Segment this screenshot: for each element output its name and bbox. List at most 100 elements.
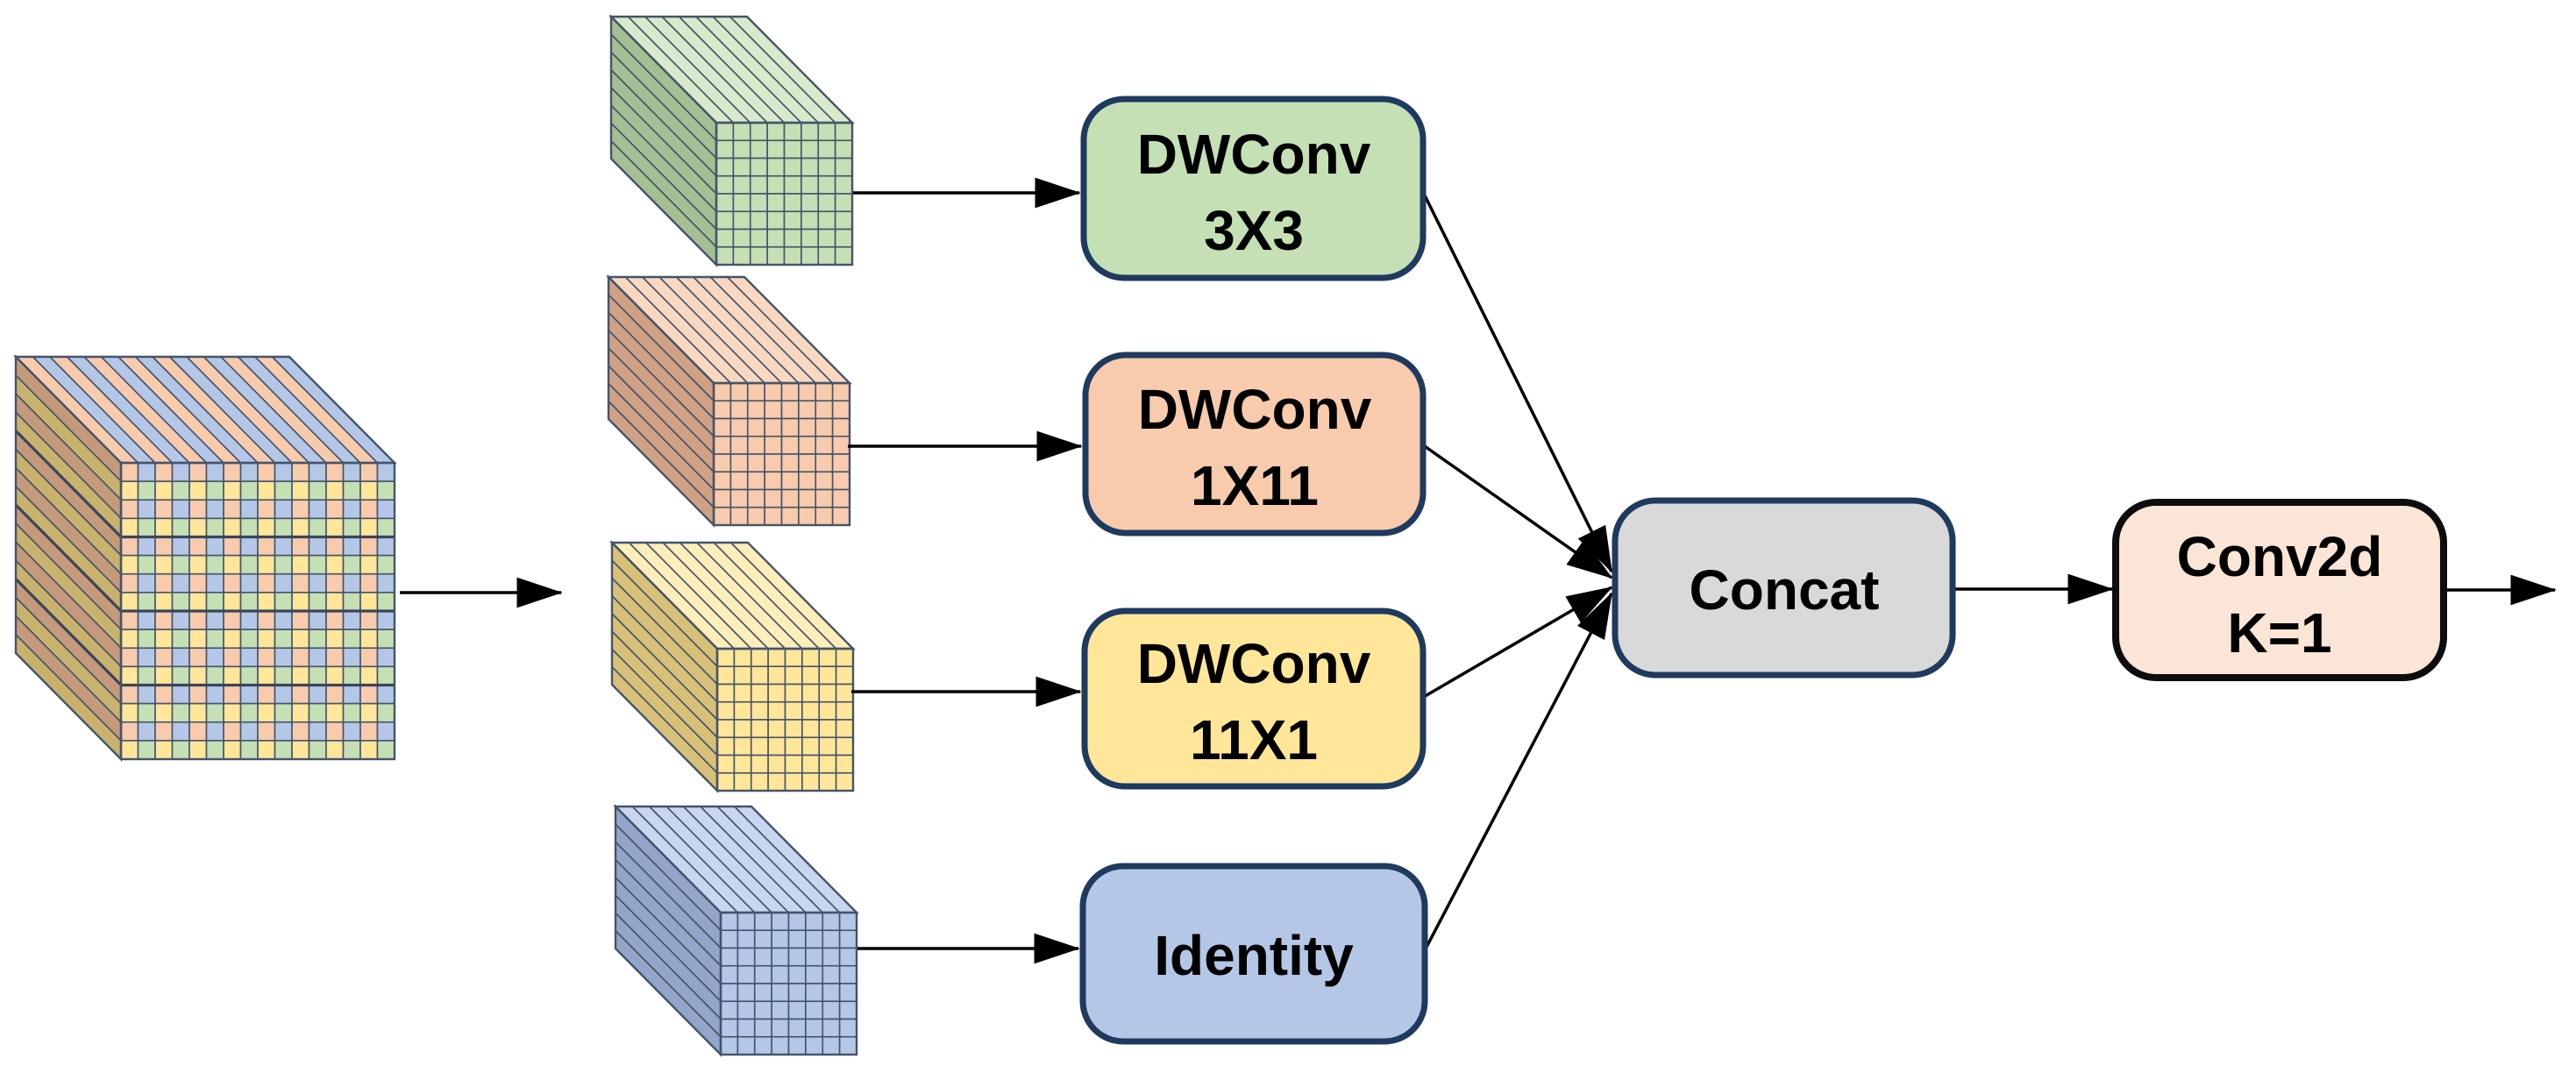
split-tensor-green-cell — [801, 174, 820, 195]
split-tensor-green-cell — [834, 174, 853, 195]
input-feature-map-cell — [154, 647, 174, 668]
input-feature-map-cell — [274, 592, 293, 612]
input-feature-map-cell — [359, 499, 379, 520]
split-tensor-orange-cell — [780, 435, 800, 455]
arrow-dwconv11x1-to-concat — [1421, 586, 1613, 700]
split-tensor-orange-cell — [746, 471, 765, 491]
split-tensor-blue-cell — [787, 1035, 807, 1055]
split-tensor-blue-cell — [838, 964, 857, 984]
split-tensor-blue-cell — [720, 947, 739, 967]
input-feature-map-cell — [325, 740, 345, 760]
split-tensor-blue — [613, 804, 859, 1057]
input-feature-map-cell — [137, 721, 156, 742]
input-feature-map-cell — [274, 740, 293, 760]
conv2d-box — [2112, 499, 2447, 681]
input-feature-map-cell — [308, 702, 327, 723]
split-tensor-blue-cell — [838, 912, 857, 932]
input-feature-map-cell — [376, 721, 395, 742]
split-tensor-blue-cell — [753, 1000, 772, 1020]
split-tensor-orange-cell — [746, 417, 765, 437]
split-tensor-green-cell — [817, 228, 836, 248]
split-tensor-yellow-cell — [835, 665, 854, 686]
split-tensor-green-cell — [749, 122, 768, 142]
split-tensor-orange-cell — [713, 435, 732, 455]
input-feature-map-cell — [291, 480, 310, 501]
split-tensor-green-cell — [783, 139, 802, 160]
split-tensor-orange-cell — [831, 417, 850, 437]
split-tensor-yellow-cell — [801, 683, 821, 703]
split-tensor-green-cell — [715, 122, 735, 142]
input-feature-map-cell — [189, 629, 208, 650]
input-feature-map-cell — [205, 721, 224, 742]
split-tensor-yellow-cell — [784, 683, 803, 703]
input-feature-map-cell — [154, 702, 174, 723]
input-feature-map-cell — [308, 499, 327, 520]
input-feature-map-cell — [154, 499, 174, 520]
split-tensor-yellow-cell — [733, 683, 752, 703]
input-feature-map-cell — [291, 592, 310, 612]
split-tensor-orange-cell — [831, 453, 850, 473]
split-tensor-orange-cell — [713, 400, 732, 420]
split-tensor-green-cell — [801, 193, 820, 213]
split-tensor-blue-cell — [838, 983, 857, 1003]
split-tensor-yellow-cell — [767, 683, 786, 703]
split-tensor-yellow-cell — [767, 771, 786, 792]
split-tensor-orange-cell — [831, 435, 850, 455]
input-feature-map-cell — [120, 629, 139, 650]
dwconv1x11-box — [1082, 352, 1427, 536]
split-tensor-green-cell — [715, 245, 735, 266]
input-feature-map-cell — [359, 702, 379, 723]
input-feature-map-cell — [137, 665, 156, 686]
input-feature-map-cell — [291, 702, 310, 723]
input-feature-map-cell — [325, 536, 345, 557]
input-feature-map-cell — [291, 554, 310, 575]
input-feature-map-cell — [171, 665, 190, 686]
input-feature-map-cell — [376, 684, 395, 705]
split-tensor-green-cell — [834, 245, 853, 266]
input-feature-map-cell — [291, 684, 310, 705]
input-feature-map-cell — [223, 572, 242, 593]
split-tensor-orange-cell — [780, 382, 800, 402]
split-tensor-green-cell — [715, 210, 735, 231]
split-tensor-blue-cell — [805, 964, 824, 984]
input-feature-map-cell — [154, 536, 174, 557]
input-feature-map-cell — [137, 499, 156, 520]
split-tensor-blue-cell — [838, 1000, 857, 1020]
input-feature-map-cell — [205, 647, 224, 668]
split-tensor-green-cell — [783, 193, 802, 213]
input-feature-map-cell — [342, 536, 361, 557]
split-tensor-blue-outline — [719, 911, 858, 1056]
input-feature-map-cell — [291, 536, 310, 557]
input-feature-map-cell — [308, 665, 327, 686]
split-tensor-blue-cell — [737, 964, 756, 984]
split-tensor-blue-cell — [737, 947, 756, 967]
split-tensor-blue-cell — [787, 912, 807, 932]
identity-box — [1079, 863, 1428, 1045]
input-feature-map-cell — [376, 702, 395, 723]
split-tensor-yellow-cell — [801, 736, 821, 757]
split-tensor-orange-cell — [764, 400, 783, 420]
input-feature-map-cell — [342, 462, 361, 482]
arrow-layer — [400, 177, 2557, 964]
input-feature-map-cell — [205, 517, 224, 538]
input-feature-map-cell — [189, 665, 208, 686]
input-feature-map-cell — [137, 572, 156, 593]
arrow-dwconv3x3-to-concat — [1420, 189, 1613, 573]
split-tensor-yellow-cell — [750, 719, 769, 739]
split-tensor-green-outline — [715, 121, 854, 266]
input-feature-map-cell — [359, 517, 379, 538]
split-tensor-orange-cell — [798, 417, 817, 437]
split-tensor-green-cell — [715, 174, 735, 195]
input-feature-map-cell — [137, 592, 156, 612]
split-tensor-yellow-cell — [818, 683, 837, 703]
input-feature-map-cell — [257, 517, 276, 538]
split-tensor-green-cell — [766, 139, 786, 160]
split-tensor-green-cell — [801, 210, 820, 231]
split-tensor-green — [608, 14, 855, 267]
split-tensor-blue-cell — [822, 1018, 841, 1038]
input-feature-map-cell — [205, 665, 224, 686]
input-feature-map-cell — [308, 721, 327, 742]
input-feature-map-cell — [376, 572, 395, 593]
input-feature-map-cell — [359, 592, 379, 612]
